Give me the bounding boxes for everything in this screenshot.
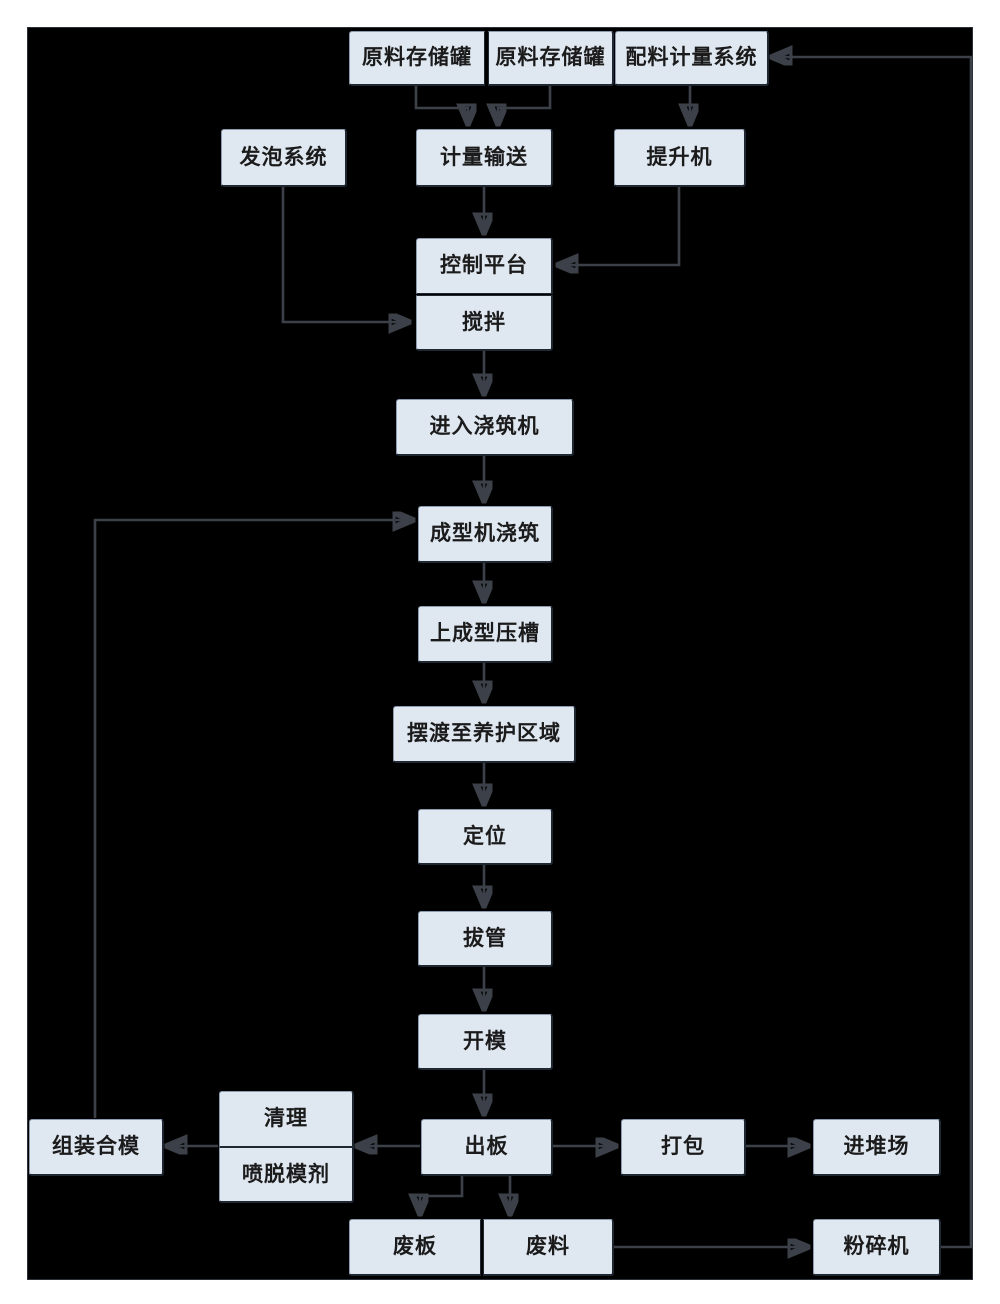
node-crusher[interactable]: 粉碎机 bbox=[813, 1219, 941, 1276]
node-positioning[interactable]: 定位 bbox=[418, 809, 553, 865]
node-ferry-to-curing-area[interactable]: 摆渡至养护区域 bbox=[393, 706, 576, 763]
node-raw-material-tank-2[interactable]: 原料存储罐 bbox=[488, 31, 614, 86]
node-foaming-system[interactable]: 发泡系统 bbox=[221, 129, 347, 187]
diagram-frame: 原料存储罐 原料存储罐 配料计量系统 发泡系统 计量输送 提升机 控制平台 搅拌… bbox=[27, 27, 973, 1280]
edge-tank2-convey bbox=[498, 85, 552, 122]
node-forming-machine-casting[interactable]: 成型机浇筑 bbox=[418, 506, 553, 563]
node-metering-conveying[interactable]: 计量输送 bbox=[416, 129, 553, 187]
edge-crusher-dosing bbox=[774, 57, 973, 1249]
edge-out-badboard bbox=[420, 1175, 464, 1212]
node-mixing[interactable]: 搅拌 bbox=[416, 295, 553, 351]
node-upper-forming-press-groove[interactable]: 上成型压槽 bbox=[418, 606, 553, 663]
node-spray-release-agent[interactable]: 喷脱模剂 bbox=[219, 1147, 354, 1203]
node-enter-stockyard[interactable]: 进堆场 bbox=[813, 1119, 941, 1176]
node-board-output[interactable]: 出板 bbox=[421, 1119, 553, 1176]
node-elevator[interactable]: 提升机 bbox=[614, 129, 746, 187]
node-pipe-pulling[interactable]: 拔管 bbox=[418, 911, 553, 967]
edge-elevator-control bbox=[560, 186, 681, 265]
edge-assemble-mold bbox=[93, 520, 411, 1118]
edge-tank1-convey bbox=[414, 85, 468, 122]
edge-foam-mix bbox=[281, 186, 407, 322]
node-assemble-mold[interactable]: 组装合模 bbox=[29, 1119, 164, 1176]
node-enter-casting-machine[interactable]: 进入浇筑机 bbox=[396, 399, 574, 456]
node-batching-metering-system[interactable]: 配料计量系统 bbox=[615, 31, 769, 86]
node-packing[interactable]: 打包 bbox=[621, 1119, 746, 1176]
edge-out-scrap bbox=[462, 1173, 510, 1212]
node-cleaning[interactable]: 清理 bbox=[219, 1091, 354, 1147]
node-raw-material-tank-1[interactable]: 原料存储罐 bbox=[349, 31, 485, 86]
node-mold-opening[interactable]: 开模 bbox=[418, 1014, 553, 1070]
node-waste-board[interactable]: 废板 bbox=[349, 1219, 481, 1276]
node-waste-material[interactable]: 废料 bbox=[483, 1219, 614, 1276]
node-control-platform[interactable]: 控制平台 bbox=[416, 238, 553, 294]
